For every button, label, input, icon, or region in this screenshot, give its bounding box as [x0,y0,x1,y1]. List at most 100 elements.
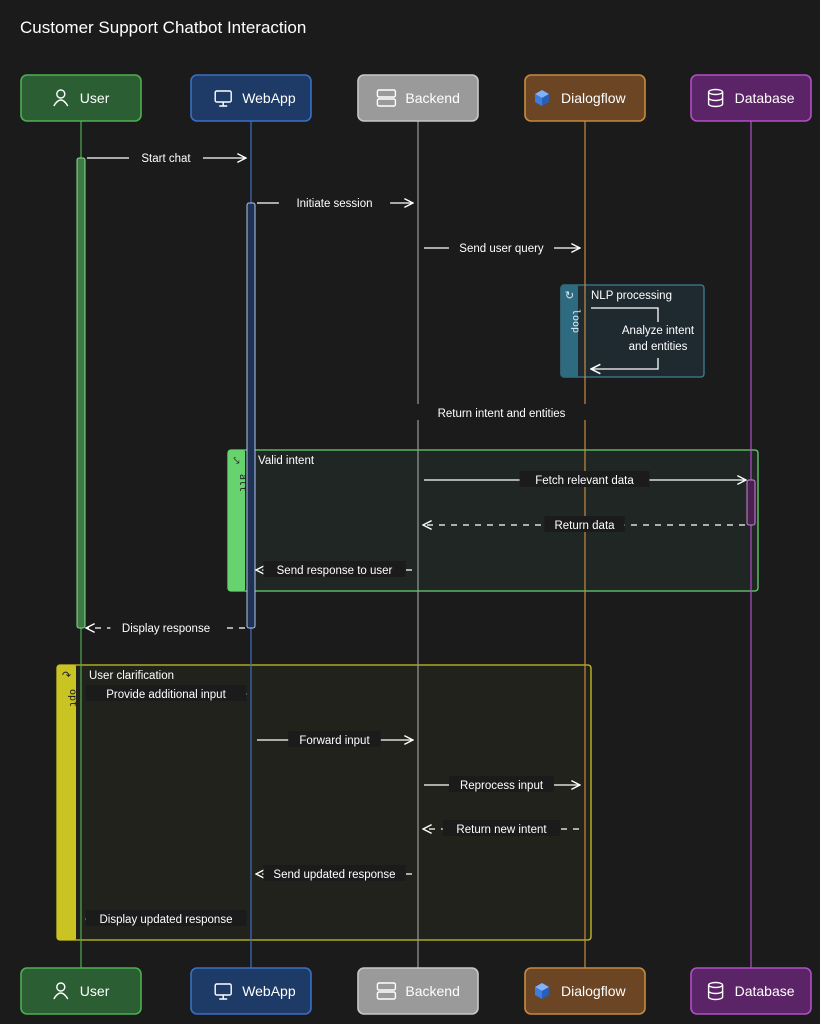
user-icon-body [53,99,69,107]
participant-user-bottom[interactable]: User [20,967,142,1015]
message-label-bg [544,516,625,532]
participant-user-top[interactable]: User [20,74,142,122]
message-6: Fetch relevant data [424,471,746,487]
participant-box [357,967,479,1015]
message-label: Return data [554,520,615,532]
message-label: Initiate session [296,198,372,210]
message-14: Send updated response [256,865,412,881]
cube-icon-right [542,987,549,999]
message-label: Send response to user [277,565,393,577]
message-label: Provide additional input [106,689,226,701]
message-label-bg [278,194,391,210]
fragment-tag-bar [228,450,245,591]
participant-backend-bottom[interactable]: Backend [357,967,479,1015]
user-icon-body [53,992,69,1000]
message-label: Return new intent [456,824,547,836]
message-7: Return data [423,516,745,532]
server-icon [376,89,397,98]
participant-database-top[interactable]: Database [690,74,812,122]
message-label-bg [85,910,247,926]
user-icon [56,982,66,992]
participant-dialogflow-bottom[interactable]: Dialogflow [524,967,646,1015]
server-icon-lower [376,98,397,107]
database-icon-ring [707,97,724,102]
self-message-return [591,358,659,369]
participant-label: Backend [405,90,459,106]
loop-fragment-icon: ↻ [565,289,574,302]
participant-label: Database [735,90,795,106]
participant-box [524,967,646,1015]
participant-box [524,74,646,122]
message-label: Start chat [141,153,191,165]
participant-label: Dialogflow [561,90,626,106]
message-5: Return intent and entities [414,404,589,420]
message-12: Reprocess input [424,776,580,792]
fragment-tag-bar [57,665,76,940]
message-label: Reprocess input [460,780,544,792]
message-8: Send response to user [256,561,412,577]
message-label: Send updated response [273,869,395,881]
message-label-bg [263,561,406,577]
message-11: Forward input [257,731,413,747]
message-label: Return intent and entities [438,408,566,420]
message-label-bg [85,685,247,701]
message-label-bg [110,619,222,635]
fragment-operator: opt [67,689,78,707]
database-icon-body [707,92,724,108]
activation-bar-database [746,479,756,526]
message-1: Start chat [87,149,246,165]
message-label: Forward input [299,735,370,747]
cube-icon-left [535,987,542,999]
message-label-bg [449,239,554,255]
participant-box [690,967,812,1015]
participant-label: WebApp [242,90,296,106]
participant-box [20,74,142,122]
message-label: Fetch relevant data [535,475,634,487]
user-icon [56,89,66,99]
participant-backend-top[interactable]: Backend [357,74,479,122]
database-icon-ring [707,990,724,995]
message-10: Provide additional input [85,685,247,701]
participant-webapp-bottom[interactable]: WebApp [190,967,312,1015]
diagram-title: Customer Support Chatbot Interaction [20,18,307,37]
message-2: Initiate session [257,194,413,210]
participant-label: User [80,983,110,999]
message-label-bg [442,820,561,836]
participant-database-bottom[interactable]: Database [690,967,812,1015]
fragment-frame [56,664,592,941]
participant-label: WebApp [242,983,296,999]
cube-icon-right [542,94,549,106]
server-icon [376,982,397,991]
self-message-line [591,307,659,322]
participant-dialogflow-top[interactable]: Dialogflow [524,74,646,122]
message-label-bg [263,865,406,881]
message-label: Display response [122,623,210,635]
server-icon-lower [376,991,397,1000]
message-label-bg [288,731,381,747]
message-label-bg [449,776,554,792]
message-label-bg [414,404,589,420]
participant-box [20,967,142,1015]
fragment-operator: loop [570,309,581,333]
monitor-icon-stand [219,995,228,1000]
participant-webapp-top[interactable]: WebApp [190,74,312,122]
participant-box [357,74,479,122]
message-13: Return new intent [423,820,579,836]
activation-bar-webapp [246,202,256,629]
message-15: Display updated response [86,910,247,926]
message-label-bg [129,149,203,165]
participant-label: Backend [405,983,459,999]
message-label: Display updated response [100,914,233,926]
activation-bar-user [76,157,86,629]
opt-fragment-icon: ↷ [62,669,71,682]
message-label-bg [519,471,650,487]
participant-label: Dialogflow [561,983,626,999]
message-3: Send user query [424,239,580,255]
participant-box [190,74,312,122]
participant-box [190,967,312,1015]
fragment-operator: alt [237,474,248,492]
